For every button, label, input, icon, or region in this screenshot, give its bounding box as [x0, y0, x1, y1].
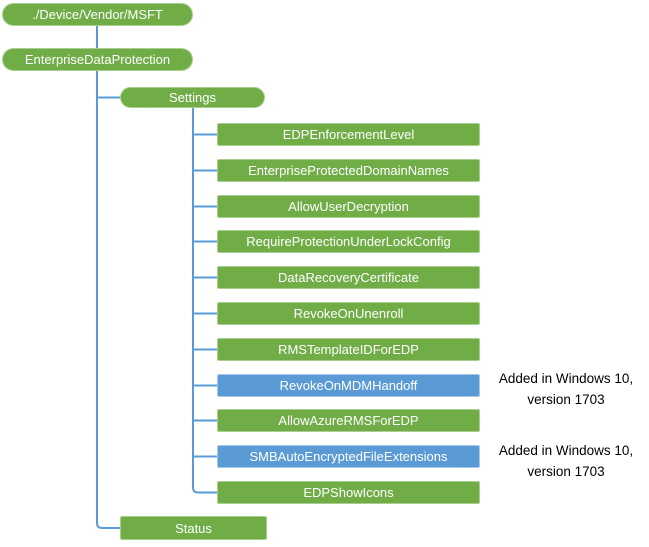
- annotation-line: Added in Windows 10,: [498, 443, 634, 458]
- connector-trunk-status: [96, 71, 120, 529]
- tree-node-revoke-on-mdm-handoff: RevokeOnMDMHandoff: [217, 374, 480, 397]
- tree-node-settings: Settings: [120, 87, 265, 108]
- tree-node-smb-auto-encrypted-file-extensions: SMBAutoEncryptedFileExtensions: [217, 445, 480, 468]
- tree-node-enterprise-data-protection: EnterpriseDataProtection: [2, 48, 193, 71]
- annotation-smb-auto-encrypted-file-extensions: Added in Windows 10, version 1703: [484, 440, 648, 482]
- tree-node-allow-azure-rms-for-edp: AllowAzureRMSForEDP: [217, 409, 480, 432]
- tree-node-rms-template-id-for-edp: RMSTemplateIDForEDP: [217, 338, 480, 361]
- connector-child-branches: [193, 133, 217, 458]
- tree-node-status: Status: [120, 516, 267, 540]
- tree-node-data-recovery-certificate: DataRecoveryCertificate: [217, 266, 480, 289]
- tree-node-edp-enforcement-level: EDPEnforcementLevel: [217, 123, 480, 146]
- tree-node-edp-show-icons: EDPShowIcons: [217, 481, 480, 504]
- tree-node-require-protection-under-lock-config: RequireProtectionUnderLockConfig: [217, 230, 480, 253]
- annotation-line: version 1703: [527, 392, 605, 407]
- connector-settings-trunk: [192, 108, 217, 494]
- annotation-line: Added in Windows 10,: [498, 371, 634, 386]
- annotation-revoke-on-mdm-handoff: Added in Windows 10, version 1703: [484, 368, 648, 410]
- tree-node-revoke-on-unenroll: RevokeOnUnenroll: [217, 302, 480, 325]
- tree-node-enterprise-protected-domain-names: EnterpriseProtectedDomainNames: [217, 159, 480, 182]
- annotation-line: version 1703: [527, 464, 605, 479]
- tree-node-root: ./Device/Vendor/MSFT: [2, 3, 193, 26]
- tree-node-allow-user-decryption: AllowUserDecryption: [217, 195, 480, 218]
